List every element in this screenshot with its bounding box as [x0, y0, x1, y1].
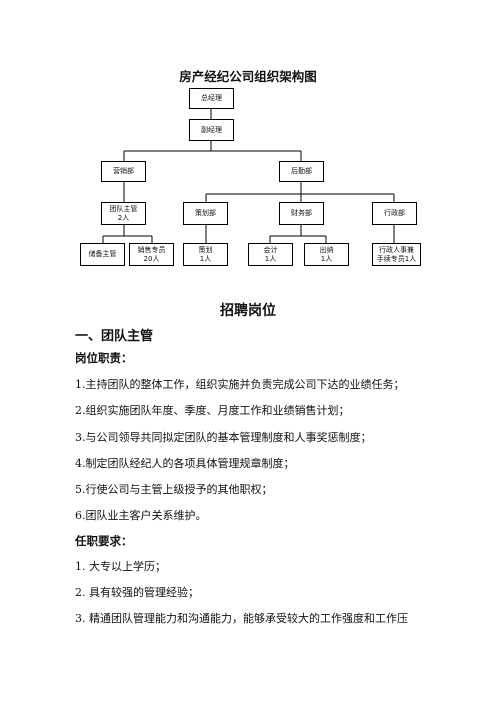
box-logistics-dept-label: 后勤部 [291, 167, 312, 175]
section-title: 招聘岗位 [220, 303, 276, 319]
box-planner-line1: 策划 [198, 245, 213, 254]
box-cashier: 出纳 1人 [304, 243, 349, 266]
box-planner-line2: 1人 [199, 254, 212, 263]
requirements-title: 任职要求： [75, 534, 133, 548]
box-team-leader: 团队主管 2人 [101, 202, 146, 225]
box-team-leader-line1: 团队主管 [109, 204, 138, 213]
duty-item: 5.行使公司与主管上级授予的其他职权； [75, 483, 273, 496]
box-finance-dept-label: 财务部 [291, 209, 312, 217]
requirement-item: 3. 精通团队管理能力和沟通能力，能够承受较大的工作强度和工作压 [75, 612, 408, 625]
box-sales-specialist: 销售专员 20人 [129, 243, 174, 266]
box-gm-label: 总经理 [201, 94, 222, 102]
box-sales-specialist-line2: 20人 [143, 254, 160, 263]
box-admin-hr-line1: 行政人事兼 [379, 245, 414, 254]
box-finance-dept: 财务部 [279, 202, 324, 225]
requirement-item: 1. 大专以上学历； [75, 560, 166, 573]
box-deputy-gm-label: 副经理 [201, 125, 222, 134]
box-accountant-line1: 会计 [263, 245, 278, 254]
box-cashier-line2: 1人 [320, 254, 333, 263]
box-admin-dept-label: 行政部 [384, 209, 405, 217]
box-admin-dept: 行政部 [372, 202, 417, 225]
org-chart-title: 房产经纪公司组织架构图 [179, 69, 317, 84]
position-heading: 一、团队主管 [75, 329, 154, 344]
duty-item: 6.团队业主客户关系维护。 [75, 509, 207, 522]
box-gm: 总经理 [189, 88, 234, 109]
box-reserve-supervisor: 储备主管 [80, 243, 125, 266]
box-admin-hr: 行政人事兼 手续专员1人 [372, 243, 421, 266]
box-sales-specialist-line1: 销售专员 [137, 245, 166, 254]
box-logistics-dept: 后勤部 [279, 161, 324, 182]
requirement-item: 2. 具有较强的管理经验； [75, 586, 199, 599]
duty-item: 1.主持团队的整体工作，组织实施并负责完成公司下达的业绩任务； [75, 378, 405, 391]
box-sales-dept: 营销部 [101, 161, 146, 182]
duty-item: 3.与公司领导共同拟定团队的基本管理制度和人事奖惩制度； [75, 431, 372, 444]
box-deputy-gm: 副经理 [189, 119, 234, 141]
box-sales-dept-label: 营销部 [113, 167, 134, 175]
duty-item: 4.制定团队经纪人的各项具体管理规章制度； [75, 457, 295, 470]
box-reserve-supervisor-label: 储备主管 [88, 250, 117, 258]
duties-title: 岗位职责： [75, 351, 133, 365]
box-cashier-line1: 出纳 [319, 245, 334, 254]
box-accountant: 会计 1人 [248, 243, 293, 266]
box-planning-dept-label: 策划部 [195, 209, 216, 217]
box-team-leader-line2: 2人 [117, 213, 130, 222]
duty-item: 2.组织实施团队年度、季度、月度工作和业绩销售计划； [75, 404, 350, 417]
box-accountant-line2: 1人 [264, 254, 277, 263]
box-admin-hr-line2: 手续专员1人 [376, 254, 417, 263]
box-planner: 策划 1人 [183, 243, 228, 266]
box-planning-dept: 策划部 [183, 202, 228, 225]
